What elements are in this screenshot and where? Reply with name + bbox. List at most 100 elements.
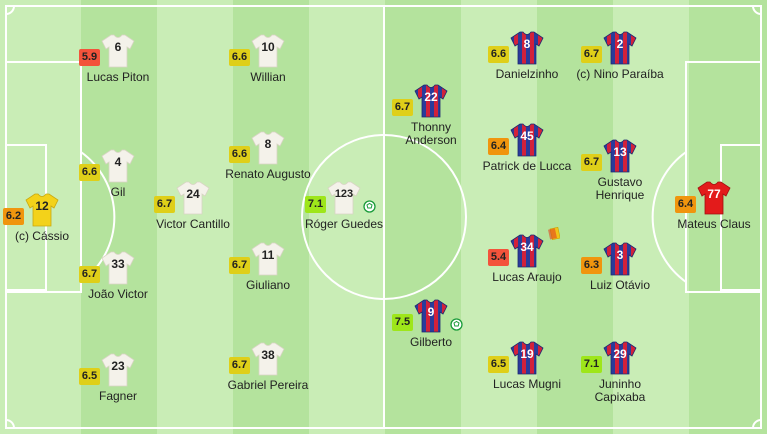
player-name: Willian	[250, 70, 286, 84]
player-name: Luiz Otávio	[589, 278, 651, 292]
player-rating-badge: 6.7	[229, 357, 250, 374]
shirt-number: 9	[427, 305, 435, 319]
shirt-number: 23	[111, 359, 125, 373]
player-name: Gilberto	[409, 335, 453, 349]
shirt-number: 123	[334, 188, 354, 200]
player-rating-badge: 5.4	[488, 249, 509, 266]
player-rating-badge: 7.5	[392, 314, 413, 331]
shirt-number: 8	[264, 137, 272, 151]
player-rating-badge: 5.9	[79, 49, 100, 66]
pitch-stripe-dark	[689, 0, 767, 434]
player-rating-badge: 6.7	[581, 46, 602, 63]
player-rating-badge: 7.1	[581, 356, 602, 373]
player-rating-badge: 6.7	[392, 99, 413, 116]
shirt-number: 4	[114, 155, 122, 169]
player-rating-badge: 6.4	[488, 138, 509, 155]
shirt-number: 12	[35, 199, 49, 213]
player-rating-badge: 6.7	[79, 266, 100, 283]
player-rating-badge: 6.2	[3, 208, 24, 225]
shirt-number: 19	[520, 347, 534, 361]
shirt-number: 2	[616, 37, 624, 51]
shirt-number: 11	[261, 248, 275, 262]
shirt-number: 3	[616, 248, 624, 262]
player-rating-badge: 6.6	[488, 46, 509, 63]
player-name: Patrick de Lucca	[482, 159, 572, 173]
shirt-number: 6	[114, 40, 122, 54]
player-name: Gustavo Henrique	[595, 175, 645, 202]
shirt-number: 10	[261, 40, 275, 54]
player-name: Lucas Mugni	[492, 377, 562, 391]
player-rating-badge: 6.7	[581, 154, 602, 171]
pitch-stripe-light	[309, 0, 385, 434]
goal-box-right	[720, 144, 762, 291]
player-rating-badge: 6.7	[229, 257, 250, 274]
pitch-stripe-dark	[385, 0, 461, 434]
pitch-stripe-light	[157, 0, 233, 434]
penalty-box-left	[5, 61, 82, 293]
corner-arc	[5, 5, 15, 15]
player-rating-badge: 6.3	[581, 257, 602, 274]
corner-arc	[5, 419, 15, 429]
player-name: (c) Cássio	[14, 229, 69, 243]
player-name: Danielzinho	[495, 67, 559, 81]
player-name: Thonny Anderson	[405, 120, 457, 147]
shirt-number: 13	[613, 145, 627, 159]
player-rating-badge: 7.1	[305, 196, 326, 213]
player-rating-badge: 6.7	[154, 196, 175, 213]
corner-arc	[752, 419, 762, 429]
shirt-number: 38	[261, 348, 275, 362]
player-rating-badge: 6.4	[675, 196, 696, 213]
player-rating-badge: 6.6	[229, 49, 250, 66]
player-name: Gabriel Pereira	[227, 378, 309, 392]
player-name: Róger Guedes	[304, 217, 384, 231]
shirt-number: 8	[523, 37, 531, 51]
player-name: Gil	[110, 185, 126, 199]
shirt-number: 45	[520, 129, 534, 143]
center-circle	[301, 134, 467, 300]
player-rating-badge: 6.6	[79, 164, 100, 181]
player-rating-badge: 6.5	[488, 356, 509, 373]
shirt-number: 24	[186, 187, 200, 201]
penalty-arc-right	[651, 151, 687, 283]
player-rating-badge: 6.5	[79, 368, 100, 385]
